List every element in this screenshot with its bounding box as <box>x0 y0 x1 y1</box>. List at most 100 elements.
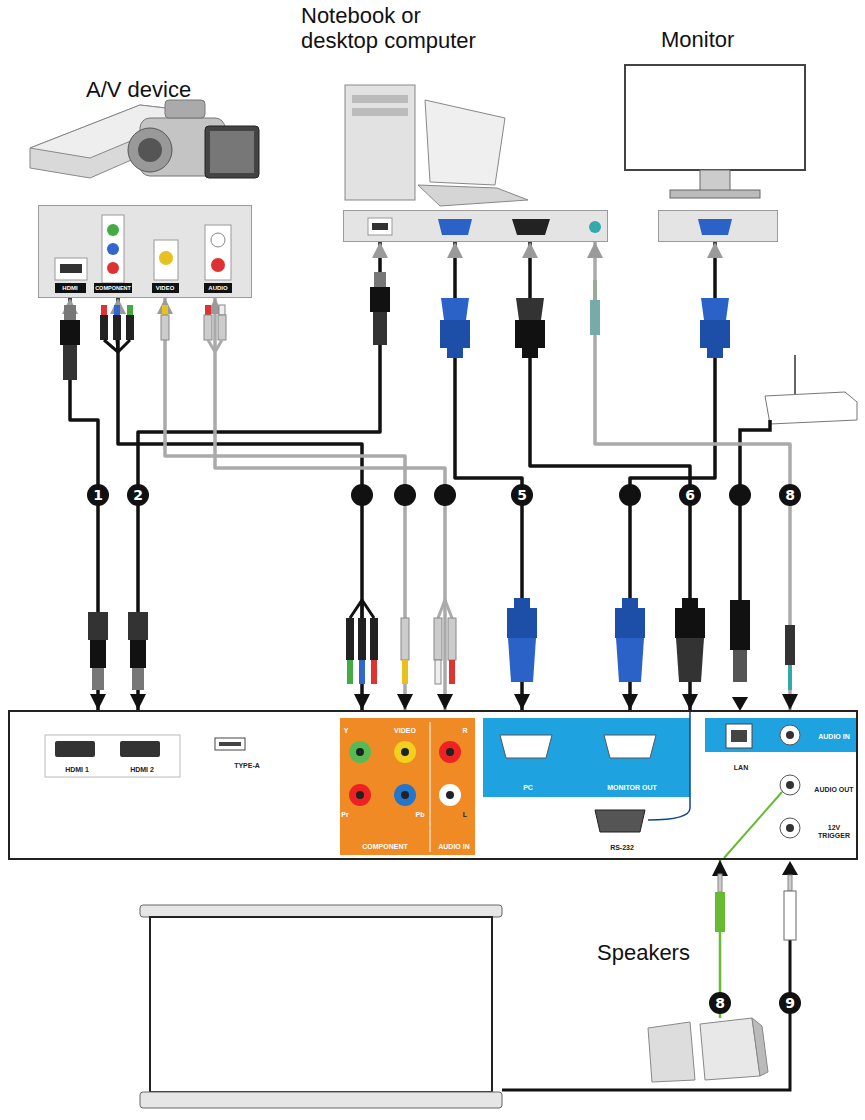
projector-panel <box>401 748 409 756</box>
port-label: VIDEO <box>394 727 416 735</box>
top-plugs <box>219 305 225 315</box>
trigger-cable <box>782 861 798 875</box>
projector-panel: HDMI 1HDMI 2TYPE-ACOMPONENTAUDIO INPCMON… <box>8 710 858 860</box>
cable <box>138 242 380 710</box>
device-panels <box>38 205 778 298</box>
projector-panel <box>215 738 245 750</box>
top-plugs <box>204 315 212 340</box>
top-plugs <box>64 305 76 320</box>
device-panels <box>102 215 124 283</box>
top-plugs <box>161 315 169 340</box>
projector-panel <box>604 735 656 758</box>
port-label: LAN <box>734 764 748 772</box>
bottom-plugs <box>402 660 408 684</box>
bottom-plugs <box>514 598 530 608</box>
device-panels <box>154 240 178 280</box>
device-panels <box>205 225 231 280</box>
top-plugs <box>593 280 597 300</box>
bottom-plugs <box>371 660 377 684</box>
top-plugs <box>126 315 134 340</box>
port-label: Y <box>344 727 349 735</box>
bottom-plugs <box>401 618 409 660</box>
bottom-plugs <box>130 640 146 668</box>
speakers-drawing <box>752 1018 768 1076</box>
projector-panel <box>120 741 160 757</box>
top-plugs <box>63 345 77 380</box>
bottom-plugs <box>616 638 644 682</box>
monitor-panel: Monitor <box>658 210 778 242</box>
callout-number: 9 <box>779 992 801 1014</box>
projector-panel <box>439 741 461 763</box>
projector-panel <box>786 781 794 789</box>
projector-panel <box>356 748 364 756</box>
computer-panel: Notebook or desktop computer <box>343 210 608 242</box>
computer-drawing <box>352 108 408 116</box>
port-label: COMPONENT <box>95 285 131 291</box>
bottom-plugs <box>370 618 378 660</box>
projector-panel <box>726 724 752 748</box>
projection-screen <box>140 905 502 917</box>
bottom-plugs <box>733 650 747 682</box>
port-label: Pb <box>416 811 425 819</box>
bottom-plugs <box>449 660 455 684</box>
bottom-plugs <box>346 618 354 660</box>
trigger-cable <box>502 940 790 1090</box>
projector-panel <box>349 741 371 763</box>
top-plugs <box>374 272 386 287</box>
computer-drawing <box>352 95 408 103</box>
top-plugs <box>208 340 222 352</box>
port-label: AUDIO IN <box>818 733 850 741</box>
computer-drawing <box>418 185 528 206</box>
callout-number: 5 <box>511 484 533 506</box>
bottom-plugs <box>622 598 638 608</box>
bottom-plugs <box>92 668 104 690</box>
top-plugs <box>700 320 730 348</box>
monitor-drawing <box>670 190 760 198</box>
projector-panel <box>780 818 800 838</box>
device-panels <box>698 219 732 235</box>
bottom-plugs <box>88 598 795 711</box>
bottom-plugs <box>730 600 750 650</box>
device-panels <box>211 258 225 272</box>
top-plugs <box>60 272 730 380</box>
speaker-and-trigger-plugs <box>788 875 792 891</box>
projector-panel <box>219 742 241 746</box>
computer-drawing <box>345 85 415 200</box>
top-plugs <box>440 320 470 348</box>
top-plugs <box>522 348 538 358</box>
projector-panel <box>780 725 800 745</box>
projection-screen <box>140 1092 502 1108</box>
port-label: HDMI 1 <box>65 766 89 774</box>
cable <box>595 242 790 710</box>
monitor-drawing <box>625 65 805 170</box>
projector-panel <box>401 791 409 799</box>
bottom-plugs <box>435 660 441 684</box>
av-device-drawing <box>210 131 254 173</box>
port-label: COMPONENT <box>362 843 408 851</box>
device-panels <box>438 219 472 235</box>
bottom-plugs <box>682 598 698 608</box>
bottom-plugs <box>434 618 442 660</box>
blank-callout-dots <box>619 484 641 506</box>
projector-panel <box>340 718 475 855</box>
port-label: AUDIO OUT <box>814 786 853 794</box>
blank-callout-dots <box>351 484 751 506</box>
port-label: L <box>463 811 467 819</box>
top-plugs <box>701 298 729 320</box>
port-label: HDMI <box>62 285 77 292</box>
device-panels <box>204 283 232 293</box>
device-panels <box>94 283 132 293</box>
bottom-plugs <box>675 608 705 638</box>
callout-number: 8 <box>779 484 801 506</box>
av-device-panel: A/V device <box>38 205 252 298</box>
projector-panel <box>8 710 858 860</box>
port-label: TYPE-A <box>234 762 260 770</box>
cable <box>530 242 690 710</box>
projector-panel <box>786 731 794 739</box>
projector-panel <box>780 775 800 795</box>
device-panels <box>152 283 179 293</box>
port-label: VIDEO <box>156 285 175 292</box>
top-plugs <box>162 305 168 315</box>
